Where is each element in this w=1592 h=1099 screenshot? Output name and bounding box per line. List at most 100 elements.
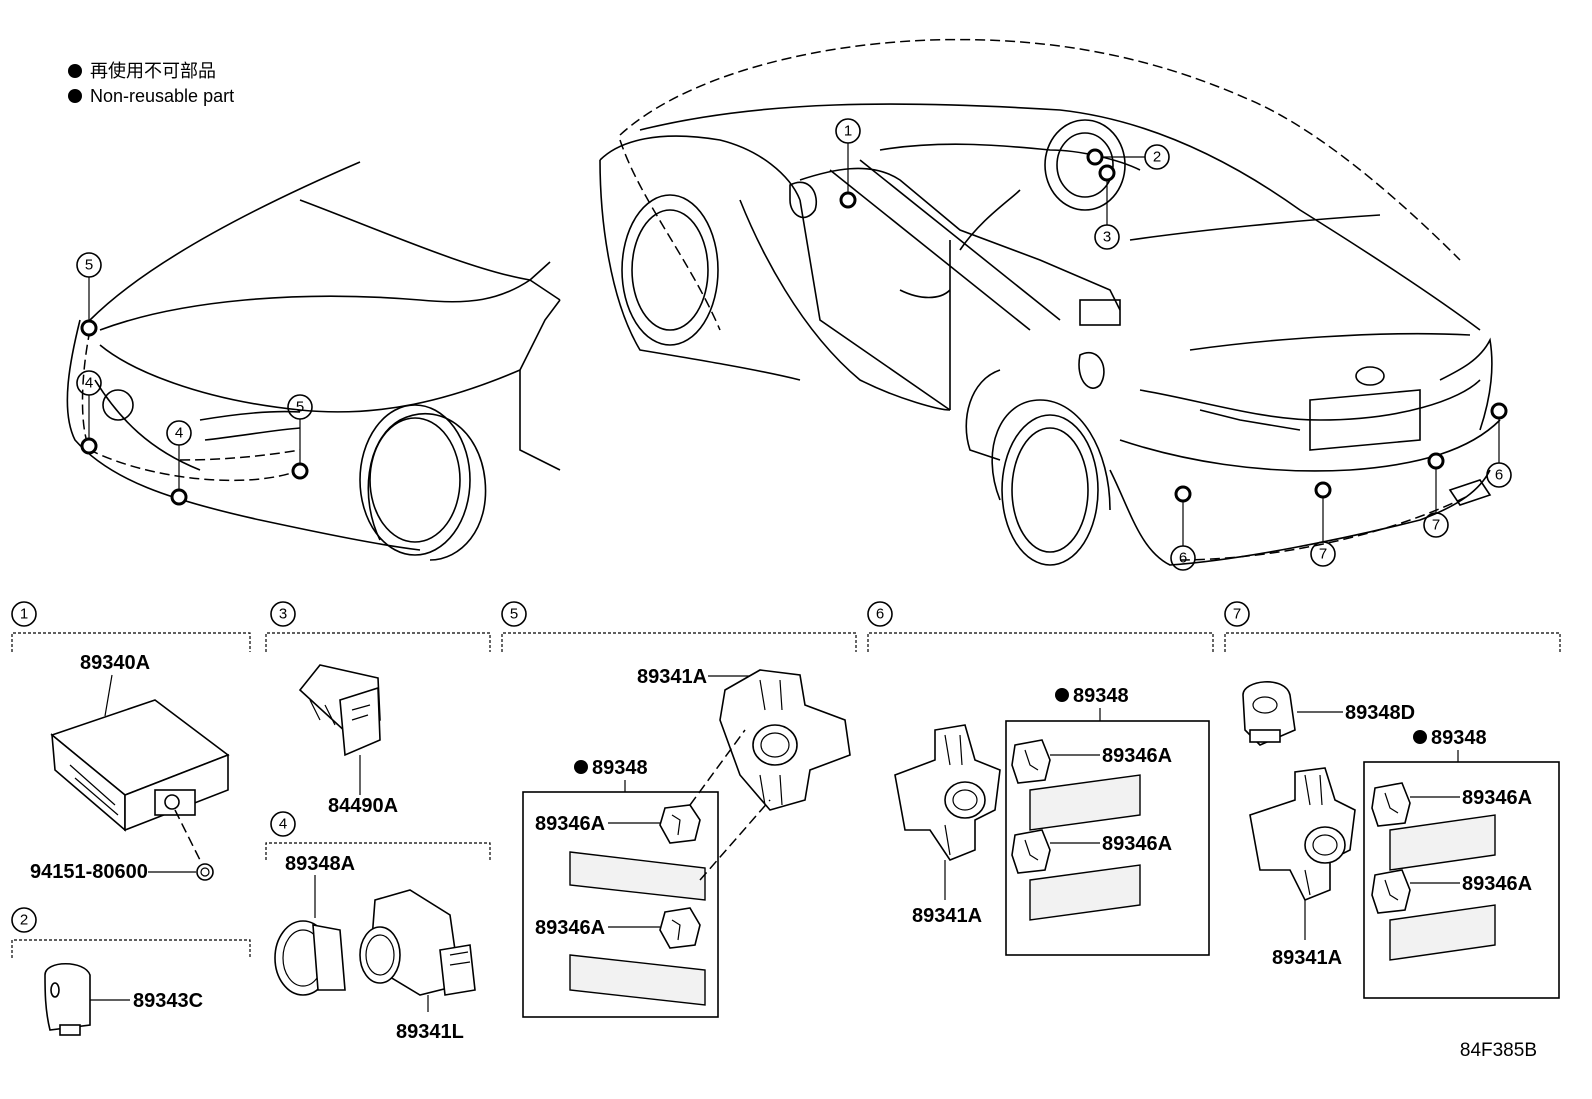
sensor-point [291, 462, 309, 480]
retainer-89348D [1242, 681, 1296, 746]
callout-5-label: 5 [85, 257, 93, 274]
non-reusable-bullet-icon [68, 64, 82, 78]
switch-84490A [298, 664, 381, 757]
sensor-point [1098, 164, 1116, 182]
section-2: 2 89343C [11, 907, 251, 1036]
part-89348-label: 89348 [1073, 685, 1129, 707]
clip-89346A [1371, 869, 1411, 914]
kit-box-89348 [1005, 720, 1210, 956]
front-callouts: 5 4 4 5 [76, 252, 313, 506]
callout-4-label: 4 [175, 425, 183, 442]
section-3: 3 84490A [265, 601, 491, 817]
sensor-89341A [1249, 767, 1356, 902]
retainer-89348A [274, 920, 346, 996]
callout-6-marker [1486, 462, 1512, 488]
kit-box-89348 [522, 791, 719, 1018]
screw-94151-80600 [196, 863, 214, 881]
callout-7-marker [1423, 512, 1449, 538]
non-reusable-bullet-icon [1413, 730, 1427, 744]
sensor-89343C [44, 963, 91, 1036]
section-6: 6 89341A 89348 89346A 89346A [867, 601, 1214, 956]
part-94151-80600-label: 94151-80600 [30, 861, 148, 883]
callout-3-label: 3 [1103, 229, 1111, 246]
part-89340A-label: 89340A [80, 652, 150, 674]
kit-box-89348 [1363, 761, 1560, 999]
clip-89346A [1011, 739, 1051, 784]
non-reusable-bullet-icon [574, 760, 588, 774]
callout-2-label: 2 [1153, 149, 1161, 166]
part-89343C-label: 89343C [133, 990, 203, 1012]
section-3-number [270, 601, 296, 627]
section-5-number [501, 601, 527, 627]
section-6-label: 6 [876, 606, 884, 623]
rear-callouts: 1 2 3 6 7 7 6 [835, 118, 1512, 571]
section-1-label: 1 [20, 606, 28, 623]
section-4-number [270, 811, 296, 837]
section-5: 5 89341A 89348 89346A 89346A [501, 601, 857, 1018]
sensor-point [1314, 481, 1332, 499]
part-89341A-label: 89341A [1272, 947, 1342, 969]
clip-89346A [659, 907, 701, 949]
section-2-number [11, 907, 37, 933]
part-89346A-label: 89346A [1102, 833, 1172, 855]
front-car-illustration [66, 161, 561, 561]
part-89341L-label: 89341L [396, 1021, 464, 1043]
part-89346A-label: 89346A [1102, 745, 1172, 767]
callout-7-marker [1310, 541, 1336, 567]
section-6-number [867, 601, 893, 627]
callout-7-label: 7 [1432, 517, 1440, 534]
clip-89346A [1011, 829, 1051, 874]
sensor-point [1427, 452, 1445, 470]
part-89341A-label: 89341A [637, 666, 707, 688]
sensor-point [1174, 485, 1192, 503]
section-4: 4 89348A 89341L [265, 811, 491, 1043]
sensor-point [1490, 402, 1508, 420]
sensor-89341A [719, 669, 851, 811]
sensor-point [1086, 148, 1104, 166]
part-89348-label: 89348 [1431, 727, 1487, 749]
clip-89346A [659, 804, 701, 844]
sensor-point [170, 488, 188, 506]
section-7: 7 89348D 89341A 89348 89346A [1224, 601, 1561, 999]
callout-6-label: 6 [1495, 467, 1503, 484]
section-5-label: 5 [510, 606, 518, 623]
sensor-point [839, 191, 857, 209]
sensor-point [80, 437, 98, 455]
legend-line-1: 再使用不可部品 [90, 61, 216, 81]
section-4-label: 4 [279, 816, 287, 833]
part-89348-label: 89348 [592, 757, 648, 779]
callout-6-label: 6 [1179, 550, 1187, 567]
sensor-89341L [359, 889, 476, 996]
callout-6-marker [1170, 545, 1196, 571]
section-2-label: 2 [20, 912, 28, 929]
part-89348D-label: 89348D [1345, 702, 1415, 724]
callout-7-label: 7 [1319, 546, 1327, 563]
part-89346A-label: 89346A [535, 917, 605, 939]
part-89341A-label: 89341A [912, 905, 982, 927]
callout-5-label: 5 [296, 399, 304, 416]
section-7-label: 7 [1233, 606, 1241, 623]
section-1-number [11, 601, 37, 627]
section-7-number [1224, 601, 1250, 627]
part-89346A-label: 89346A [535, 813, 605, 835]
callout-1-label: 1 [844, 123, 852, 140]
non-reusable-bullet-icon [1055, 688, 1069, 702]
part-89346A-label: 89346A [1462, 873, 1532, 895]
figure-code: 84F385B [1460, 1040, 1537, 1061]
part-84490A-label: 84490A [328, 795, 398, 817]
section-1: 1 89340A 94151-80600 [11, 601, 251, 883]
callout-4-label: 4 [85, 375, 93, 392]
parking-assist-ecu-89340A [50, 699, 230, 832]
sensor-89341A [894, 724, 1001, 861]
part-89348A-label: 89348A [285, 853, 355, 875]
callout-3-marker [1094, 224, 1120, 250]
non-reusable-bullet-icon [68, 89, 82, 103]
clip-89346A [1371, 782, 1411, 827]
part-89346A-label: 89346A [1462, 787, 1532, 809]
legend: 再使用不可部品 Non-reusable part [68, 61, 234, 106]
legend-line-2: Non-reusable part [90, 86, 234, 106]
section-3-label: 3 [279, 606, 287, 623]
rear-car-illustration [599, 38, 1501, 566]
sensor-point [80, 319, 98, 337]
